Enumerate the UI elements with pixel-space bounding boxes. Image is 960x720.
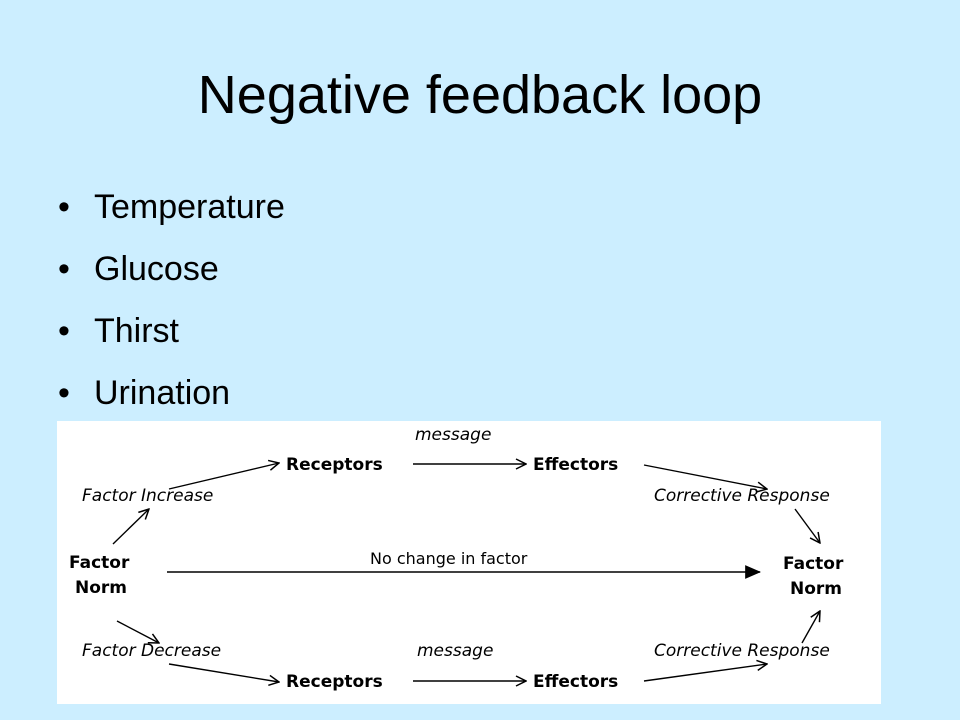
corrective-response-top-label: Corrective Response xyxy=(654,486,830,506)
top-effectors-label: Effectors xyxy=(533,455,618,475)
arrow-response-to-norm xyxy=(794,508,820,543)
bullet-dot: • xyxy=(58,250,70,288)
right-factor-label: Factor xyxy=(783,554,844,574)
bottom-effectors-label: Effectors xyxy=(533,672,618,692)
factor-increase-label: Factor Increase xyxy=(82,486,213,506)
diagram-canvas: message Receptors Effectors Factor Incre… xyxy=(69,425,844,692)
bullet-label: Glucose xyxy=(94,250,219,288)
bullet-item-temperature: • Temperature xyxy=(58,176,285,238)
top-message-label: message xyxy=(415,425,491,445)
arrow-norm-to-decrease xyxy=(116,620,159,643)
bullet-label: Urination xyxy=(94,374,231,412)
bullet-item-urination: • Urination xyxy=(58,362,285,424)
bullet-label: Temperature xyxy=(94,188,285,226)
bullet-label: Thirst xyxy=(94,312,179,350)
feedback-loop-diagram: message Receptors Effectors Factor Incre… xyxy=(57,421,881,704)
bullet-dot: • xyxy=(58,188,70,226)
arrow-top-effectors-to-response xyxy=(643,464,767,489)
left-factor-label: Factor xyxy=(69,553,130,573)
right-norm-label: Norm xyxy=(790,579,842,599)
bullet-item-thirst: • Thirst xyxy=(58,300,285,362)
bullet-item-glucose: • Glucose xyxy=(58,238,285,300)
arrow-norm-to-increase xyxy=(112,509,149,545)
left-norm-label: Norm xyxy=(75,578,127,598)
bullet-dot: • xyxy=(58,374,70,412)
factor-decrease-label: Factor Decrease xyxy=(82,641,221,661)
bullet-list: • Temperature • Glucose • Thirst • Urination xyxy=(58,176,285,424)
bullet-dot: • xyxy=(58,312,70,350)
arrow-decrease-to-receptors xyxy=(168,663,279,682)
bottom-receptors-label: Receptors xyxy=(286,672,383,692)
slide-title: Negative feedback loop xyxy=(197,65,763,125)
corrective-response-bottom-label: Corrective Response xyxy=(654,641,830,661)
top-receptors-label: Receptors xyxy=(286,455,383,475)
bottom-message-label: message xyxy=(417,641,493,661)
arrow-increase-to-receptors xyxy=(168,463,279,490)
arrow-bottom-effectors-to-response xyxy=(643,664,767,682)
no-change-label: No change in factor xyxy=(370,549,528,568)
arrow-bottom-response-to-norm xyxy=(801,611,820,644)
